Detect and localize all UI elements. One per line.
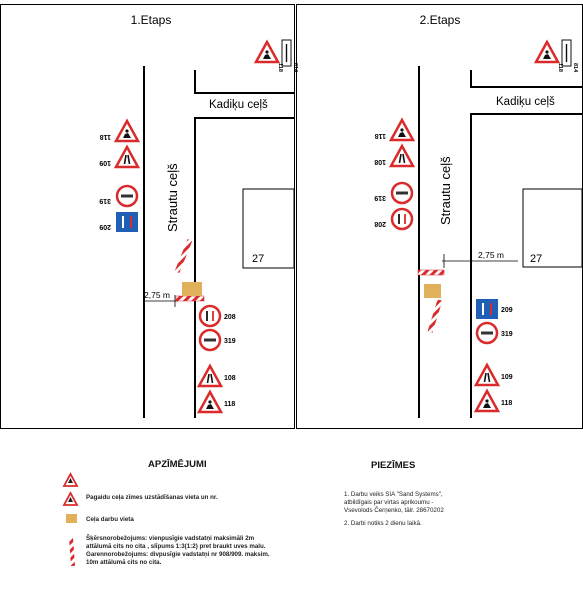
stage2-sign-left-319-2: 319 — [374, 181, 414, 205]
stage1-title: 1.Etaps — [131, 13, 172, 27]
stage1-sign-left-118-0-number: 118 — [100, 133, 111, 140]
legend-sign-icons — [62, 472, 79, 506]
stage1-barrier-cross — [175, 295, 205, 302]
notes-line4: 2. Darbi notiks 2 dienu laikā. — [344, 520, 422, 527]
stage1-sign-left-319-2: 319 — [99, 184, 139, 208]
legend-sign-place: Pagaidu ceļa zīmes uzstādīšanas vieta un… — [86, 494, 218, 501]
stage1-sign-right-108-2: 108 — [196, 363, 236, 388]
stage1-dimension-label: 2,75 m — [144, 290, 170, 300]
stage1-house-number: 27 — [252, 253, 264, 265]
stage2-road — [418, 66, 582, 418]
stage1-sign-left-109-1: 109 — [99, 144, 141, 169]
stage2-sign-top-118: 118 — [557, 63, 563, 72]
stage1-sign-right-118-3-number: 118 — [224, 401, 235, 408]
stage1-sign-right-208-0: 208 — [198, 304, 236, 328]
stage2-sign-left-208-3: 208 — [374, 207, 414, 231]
stage1-sign-top: 118 814 — [253, 39, 298, 73]
stage1-sign-top-814: 814 — [292, 63, 298, 73]
stage1-barrier-longitudinal — [174, 239, 193, 273]
stage2-sign-left-208-3-number: 208 — [374, 220, 386, 227]
stage1-sign-top-118: 118 — [277, 63, 283, 72]
stage1-sign-left-118-0: 118 — [100, 118, 141, 143]
stage2-work-area — [424, 284, 441, 298]
stage1-work-area — [182, 282, 202, 296]
stage1-house — [242, 188, 295, 269]
stage2-sign-right-109-2-number: 109 — [501, 374, 513, 381]
stage1-road-right-lower — [194, 117, 294, 418]
stage2-sign-right-319-1: 319 — [475, 321, 513, 345]
stage1-sign-right-208-0-number: 208 — [224, 314, 236, 321]
stage1-road-right-upper — [194, 70, 294, 94]
notes-line3: Vsevolods Čerņenko, tālr. 28670202 — [344, 507, 444, 514]
stage2-title: 2.Etaps — [420, 13, 461, 27]
stage2-dimension — [442, 254, 518, 268]
stage1-street-kadiku: Kadiķu ceļš — [209, 99, 268, 111]
stage2-road-right-lower — [470, 113, 582, 418]
stage2-house — [522, 188, 583, 268]
stage1-sign-right-319-1-number: 319 — [224, 338, 236, 345]
stage2-street-strautu: Strautu ceļš — [438, 156, 453, 225]
stage1-sign-right-118-3: 118 — [196, 389, 235, 414]
stage2-barrier-cross — [417, 269, 445, 276]
stage2-sign-right-209-0-number: 209 — [501, 307, 513, 314]
notes-line1: 1. Darbu veiks SIA "Sand Systems", — [344, 491, 443, 498]
stage2-road-right-upper — [470, 70, 582, 88]
stage2-sign-right-118-3-number: 118 — [501, 400, 512, 407]
stage2-sign-right-118-3: 118 — [473, 388, 512, 413]
notes-line2: atbildīgais par virtas aprikoumu - — [344, 499, 434, 506]
legend-barrier-line3: Garennorobežojums: divpusīgie vadstatņi … — [86, 551, 270, 558]
stage1-street-strautu: Strautu ceļš — [165, 163, 180, 232]
legend-barrier-line2: attālumā cits no cita , slīpums 1:3(1:2)… — [86, 543, 266, 550]
stage2-sign-left-118-0-number: 118 — [375, 132, 386, 139]
stage2-sign-left-319-2-number: 319 — [374, 194, 386, 201]
legend-work-place: Ceļa darbu vieta — [86, 516, 134, 523]
stage1-road — [143, 66, 294, 418]
stage2-sign-left-108-1: 108 — [374, 143, 416, 168]
stage1-sign-left-209-3-number: 209 — [99, 223, 111, 230]
stage2-sign-left-108-1-number: 108 — [374, 158, 386, 165]
notes-title: PIEZĪMES — [371, 460, 416, 471]
stage1-sign-right-319-1: 319 — [198, 328, 236, 352]
stage2-sign-top: 118 814 — [533, 39, 578, 73]
stage2-sign-right-319-1-number: 319 — [501, 331, 513, 338]
stage1-sign-right-108-2-number: 108 — [224, 375, 236, 382]
stage2-street-kadiku: Kadiķu ceļš — [496, 96, 555, 108]
legend-work-area-icon — [66, 514, 77, 523]
stage1-dimension — [144, 295, 178, 307]
stage1-sign-left-209-3: 209 — [99, 212, 138, 232]
stage2-sign-right-109-2: 109 — [473, 362, 513, 387]
legend-title: APZĪMĒJUMI — [148, 459, 207, 470]
stage2-house-number: 27 — [530, 253, 542, 265]
stage2-sign-left-118-0: 118 — [375, 117, 416, 142]
stage1-sign-left-109-1-number: 109 — [99, 159, 111, 166]
stage1-sign-left-319-2-number: 319 — [99, 197, 111, 204]
stage2-dimension-label: 2,75 m — [478, 250, 504, 260]
legend-barrier-line1: Šķērsnorobežojums: vienpusīgie vadstatņi… — [86, 535, 255, 542]
stage2-sign-right-209-0: 209 — [476, 299, 513, 319]
stage2-sign-top-814: 814 — [572, 63, 578, 73]
stage2-barrier-longitudinal — [427, 299, 443, 333]
legend-barrier-icon — [69, 537, 75, 567]
legend-barrier-line4: 10m attālumā cits no cita. — [86, 559, 162, 566]
